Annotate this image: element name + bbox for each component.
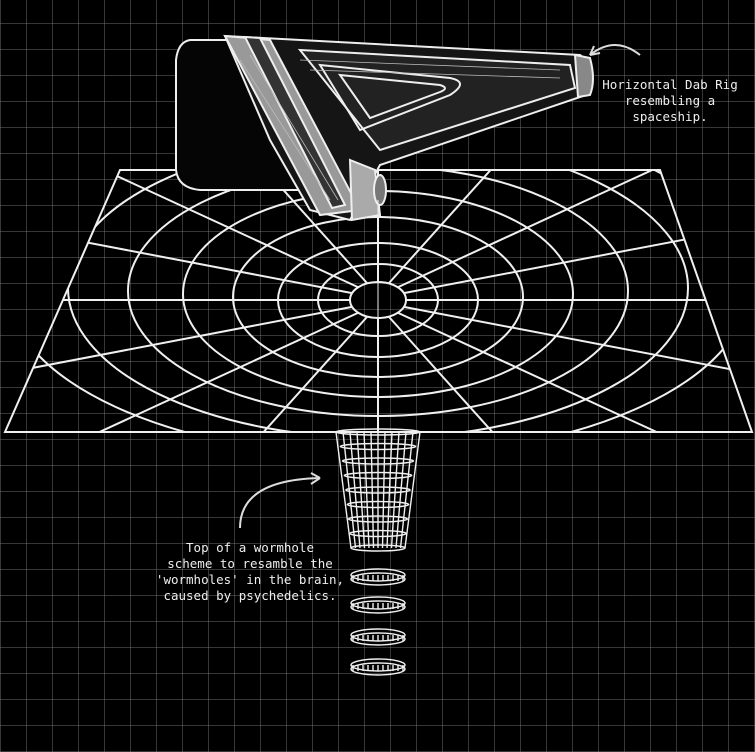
funnel-line [395,431,407,549]
grid-radial-line [5,311,359,432]
grid-radial-line [387,170,724,285]
funnel-line [356,431,366,549]
ring-bottom [350,662,406,676]
grid-radial-line [32,315,369,432]
funnel-line [335,431,352,549]
grid-radial-line [397,311,752,432]
grid-radial-line [5,170,359,289]
funnel-line [363,431,370,549]
ring-bottom [350,600,406,614]
warped-spacetime-grid [3,169,754,433]
funnel-line [342,431,357,549]
grid-radial-line [5,170,353,295]
ring-bottom [350,572,406,586]
funnel-line [381,431,386,549]
grid-radial-line [32,170,369,285]
dab-rig-annotation: Horizontal Dab Rig resembling a spaceshi… [602,77,738,124]
arrow-to-wormhole-icon [239,477,321,529]
funnel-line [404,431,421,549]
arrowhead-icon [589,45,601,56]
funnel-line [386,431,393,549]
arrowhead-icon [310,472,321,485]
wormhole-rings [350,568,406,676]
funnel-line [390,431,400,549]
grid-radial-line [397,170,752,289]
funnel-line [349,431,361,549]
grid-radial-line [403,170,752,295]
funnel-line [399,431,414,549]
grid-radial-line [387,315,724,432]
grid-outline [3,169,754,433]
grid-radial-line [5,305,353,432]
ring-bottom [350,632,406,646]
arrow-to-rig-icon [589,44,641,56]
wormhole-annotation: Top of a wormhole scheme to resamble the… [155,540,345,603]
wormhole-funnel [335,428,421,552]
grid-radial-line [403,305,752,432]
funnel-line [370,431,375,549]
dab-rig-spaceship [175,34,594,222]
